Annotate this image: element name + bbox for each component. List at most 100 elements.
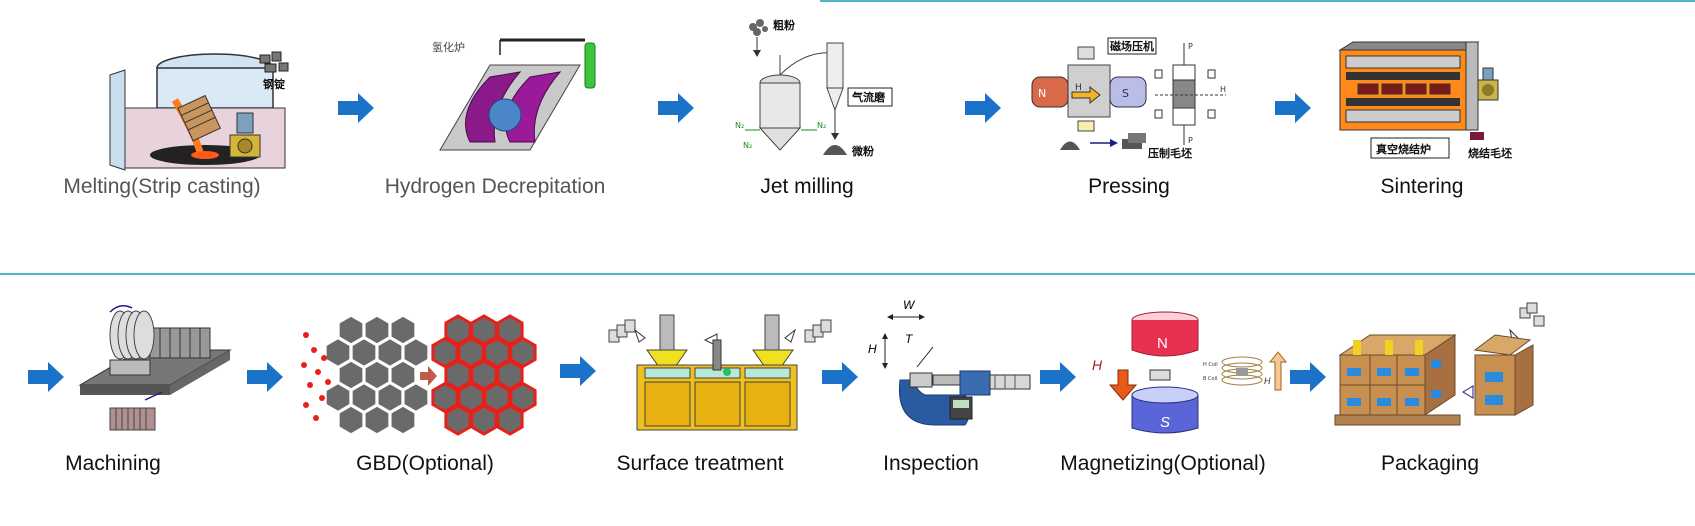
diffusion-dot <box>315 369 321 375</box>
grain-hexagon <box>364 360 390 390</box>
flow-arrow-6 <box>247 362 283 392</box>
pressing-annotation-0: 磁场压机 <box>1110 39 1154 53</box>
gbd-arrow <box>420 366 437 386</box>
grain-hexagon <box>444 359 472 391</box>
jetmill-illustration: 粗粉 微粉 气流磨 N₂ N₂ N₂ <box>735 18 893 158</box>
grain-hexagon <box>483 336 511 369</box>
packaging-illustration <box>1334 302 1545 426</box>
grain-hexagon <box>496 314 524 346</box>
step-packaging <box>1334 300 1550 435</box>
grain-hexagon <box>431 336 459 369</box>
label-jetmill: Jet milling <box>760 175 854 198</box>
grain-hexagon <box>403 382 429 413</box>
step-melting: 钢锭 <box>105 40 315 171</box>
flow-arrow-3 <box>965 93 1001 123</box>
grain-hexagon <box>325 382 351 413</box>
flow-arrow-5 <box>28 362 64 392</box>
grain-hexagon <box>470 404 498 436</box>
pressing-illustration: N S H 压制毛坯 磁场压机 P P H <box>1031 37 1226 160</box>
grain-hexagon <box>470 314 498 346</box>
flow-arrow-7 <box>560 356 596 386</box>
step-gbd <box>300 310 537 440</box>
gbd-illustration <box>301 314 537 436</box>
jetmill-annotation-2: 微粉 <box>851 144 874 158</box>
flow-arrow-4 <box>1275 93 1311 123</box>
grain-hexagon <box>338 315 364 345</box>
machining-illustration <box>78 305 232 431</box>
pressing-annotation-5: P <box>1188 42 1193 51</box>
inspection-illustration: W H T <box>868 298 1031 426</box>
diffusion-dot <box>303 402 309 408</box>
pressing-annotation-3: S <box>1122 87 1129 100</box>
grain-hexagon <box>390 405 416 435</box>
grain-hexagon <box>483 381 511 414</box>
grain-hexagon <box>390 360 416 390</box>
magnetizing-illustration: N S H H Coil B Coil H <box>1092 311 1288 434</box>
sintering-illustration: 真空烧结炉 烧结毛坯 <box>1338 41 1512 160</box>
label-surface: Surface treatment <box>616 452 784 475</box>
step-inspection: W H T <box>865 295 1035 435</box>
label-pressing: Pressing <box>1088 175 1170 198</box>
sintering-annotation-0: 真空烧结炉 <box>1376 142 1431 156</box>
diffusion-dot <box>313 415 319 421</box>
grain-hexagon <box>509 336 537 369</box>
grain-hexagon <box>403 337 429 368</box>
step-sintering: 真空烧结炉 烧结毛坯 <box>1338 40 1513 175</box>
label-gbd: GBD(Optional) <box>356 452 494 475</box>
pressing-annotation-4: H <box>1075 83 1082 93</box>
diffusion-dot <box>319 395 325 401</box>
grain-hexagon <box>457 381 485 414</box>
sintering-annotation-1: 烧结毛坯 <box>1468 146 1512 160</box>
grain-hexagon <box>444 314 472 346</box>
step-hydrogen: 氢化炉 <box>430 35 610 160</box>
step-surface <box>605 310 835 435</box>
inspection-annotation-1: H <box>868 342 877 356</box>
hydrogen-illustration: 氢化炉 <box>432 38 596 151</box>
grain-hexagon <box>377 382 403 413</box>
grain-hexagon <box>351 382 377 413</box>
pressing-annotation-1: 压制毛坯 <box>1148 146 1192 160</box>
melting-annotation-0: 钢锭 <box>263 77 286 91</box>
jetmill-annotation-5: N₂ <box>817 121 826 130</box>
grain-hexagon <box>325 337 351 368</box>
top-divider <box>820 0 1695 2</box>
step-machining <box>78 300 240 440</box>
flow-arrow-2 <box>658 93 694 123</box>
flow-arrow-1 <box>338 93 374 123</box>
grain-hexagon <box>338 360 364 390</box>
flow-arrow-9 <box>1040 362 1076 392</box>
grain-hexagon <box>364 405 390 435</box>
pressing-annotation-2: N <box>1038 87 1046 100</box>
label-packaging: Packaging <box>1380 452 1480 475</box>
magnetizing-annotation-4: B Coil <box>1203 376 1217 382</box>
step-pressing: N S H 压制毛坯 磁场压机 P P H <box>1030 35 1235 165</box>
magnetizing-annotation-5: H <box>1264 376 1271 386</box>
diffusion-dot <box>303 332 309 338</box>
grain-hexagon <box>351 337 377 368</box>
jetmill-annotation-3: N₂ <box>735 121 744 130</box>
diffusion-dot <box>321 355 327 361</box>
pressing-annotation-7: H <box>1220 85 1226 94</box>
flow-arrow-10 <box>1290 362 1326 392</box>
magnetizing-annotation-1: S <box>1160 414 1170 431</box>
jetmill-annotation-4: N₂ <box>743 141 752 150</box>
flow-arrow-8 <box>822 362 858 392</box>
grain-hexagon <box>390 315 416 345</box>
grain-hexagon <box>444 404 472 436</box>
grain-hexagon <box>457 336 485 369</box>
diffusion-dot <box>307 382 313 388</box>
grain-hexagon <box>470 359 498 391</box>
inspection-annotation-0: W <box>903 298 916 312</box>
surface-illustration <box>608 314 832 431</box>
label-magnetizing: Magnetizing(Optional) <box>1060 452 1266 475</box>
pressing-annotation-6: P <box>1188 136 1193 145</box>
grain-hexagon <box>377 337 403 368</box>
grain-hexagon <box>364 315 390 345</box>
magnetizing-annotation-2: H <box>1092 357 1103 373</box>
diffusion-dot <box>311 347 317 353</box>
grain-hexagon <box>509 381 537 414</box>
grain-hexagon <box>496 359 524 391</box>
step-jetmill: 粗粉 微粉 气流磨 N₂ N₂ N₂ <box>735 15 895 165</box>
grain-hexagon <box>338 405 364 435</box>
step-magnetizing: N S H H Coil B Coil H <box>1090 310 1290 440</box>
